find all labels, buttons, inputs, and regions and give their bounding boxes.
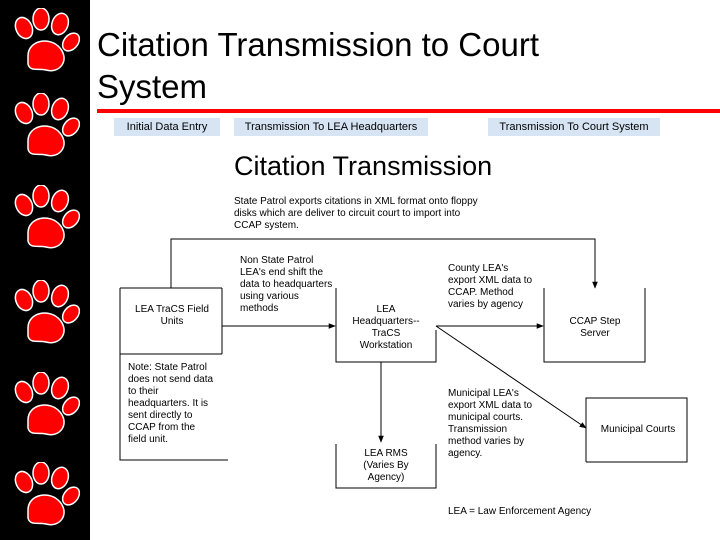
note-state-patrol-direct: Note: State Patrol does not send data to… — [128, 362, 228, 446]
slide-title-line: Citation Transmission to Court — [97, 26, 540, 63]
node-hq-workstation: LEA Headquarters-- TraCS Workstation — [336, 304, 436, 352]
header-court-system: Transmission To Court System — [488, 118, 660, 136]
note-line: varies by agency — [448, 299, 524, 310]
note-line: data to headquarters — [240, 279, 333, 290]
note-line: Municipal LEA's — [448, 388, 519, 399]
note-line: does not send data — [128, 374, 214, 385]
note-line: sent directly to — [128, 410, 193, 421]
node-label: (Varies By — [363, 460, 409, 471]
note-line: disks which are deliver to circuit court… — [234, 208, 461, 219]
county-lea-note: County LEA's export XML data to CCAP. Me… — [448, 263, 558, 311]
title-underline — [97, 109, 720, 113]
node-municipal-courts: Municipal Courts — [600, 424, 676, 435]
note-line: using various — [240, 291, 299, 302]
node-label: LEA — [376, 304, 396, 315]
note-line: municipal courts. — [448, 412, 524, 423]
box-hq-workstation — [335, 288, 437, 363]
note-line: field unit. — [128, 434, 169, 445]
header-initial-data-entry: Initial Data Entry — [114, 118, 220, 136]
note-line: agency. — [448, 448, 483, 459]
box-note — [119, 354, 228, 461]
hq-to-municipal-arrow — [435, 325, 587, 429]
node-label: Headquarters-- — [352, 316, 420, 327]
header-lea-headquarters: Transmission To LEA Headquarters — [234, 118, 428, 136]
non-state-patrol-note: Non State Patrol LEA's end shift the dat… — [240, 255, 355, 315]
box-ccap-server — [543, 288, 646, 363]
node-lea-rms: LEA RMS (Varies By Agency) — [336, 448, 436, 484]
note-line: CCAP from the — [128, 422, 196, 433]
note-line: headquarters. It is — [128, 398, 209, 409]
note-line: method varies by — [448, 436, 525, 447]
node-label: LEA TraCS Field — [135, 304, 209, 315]
paw-print-icon — [14, 372, 80, 436]
note-line: CCAP system. — [234, 220, 299, 231]
note-line: CCAP. Method — [448, 287, 514, 298]
note-line: County LEA's — [448, 263, 509, 274]
diagram-title: Citation Transmission — [234, 151, 493, 181]
note-line: export XML data to — [448, 275, 533, 286]
node-label: TraCS — [371, 328, 401, 339]
paw-print-icon — [14, 93, 80, 157]
slide-title: Citation Transmission to Court System — [97, 24, 657, 108]
node-ccap-server: CCAP Step Server — [545, 316, 645, 340]
note-line: methods — [240, 303, 279, 314]
state-patrol-connector — [170, 238, 598, 289]
legend-lea: LEA = Law Enforcement Agency — [448, 506, 592, 517]
note-line: Non State Patrol — [240, 255, 314, 266]
slide-title-line: System — [97, 68, 208, 105]
note-line: State Patrol exports citations in XML fo… — [234, 196, 478, 207]
node-field-units: LEA TraCS Field Units — [122, 304, 222, 328]
paw-print-icon — [14, 8, 80, 72]
municipal-lea-note: Municipal LEA's export XML data to munic… — [448, 388, 558, 460]
note-line: LEA's end shift the — [240, 267, 324, 278]
box-lea-rms — [335, 444, 437, 489]
paw-print-icon — [14, 185, 80, 249]
sidebar — [0, 0, 90, 540]
note-line: Transmission — [448, 424, 508, 435]
node-label: Workstation — [359, 340, 413, 351]
note-line: export XML data to — [448, 400, 533, 411]
node-label: Server — [580, 328, 610, 339]
note-line: to their — [128, 386, 159, 397]
note-line: Note: State Patrol — [128, 362, 207, 373]
paw-print-icon — [14, 462, 80, 526]
state-patrol-note: State Patrol exports citations in XML fo… — [234, 196, 524, 232]
paw-print-icon — [14, 280, 80, 344]
box-municipal-courts — [585, 397, 688, 463]
node-label: LEA RMS — [364, 448, 408, 459]
node-label: Agency) — [367, 472, 405, 483]
node-label: CCAP Step — [569, 316, 621, 327]
node-label: Units — [160, 316, 184, 327]
